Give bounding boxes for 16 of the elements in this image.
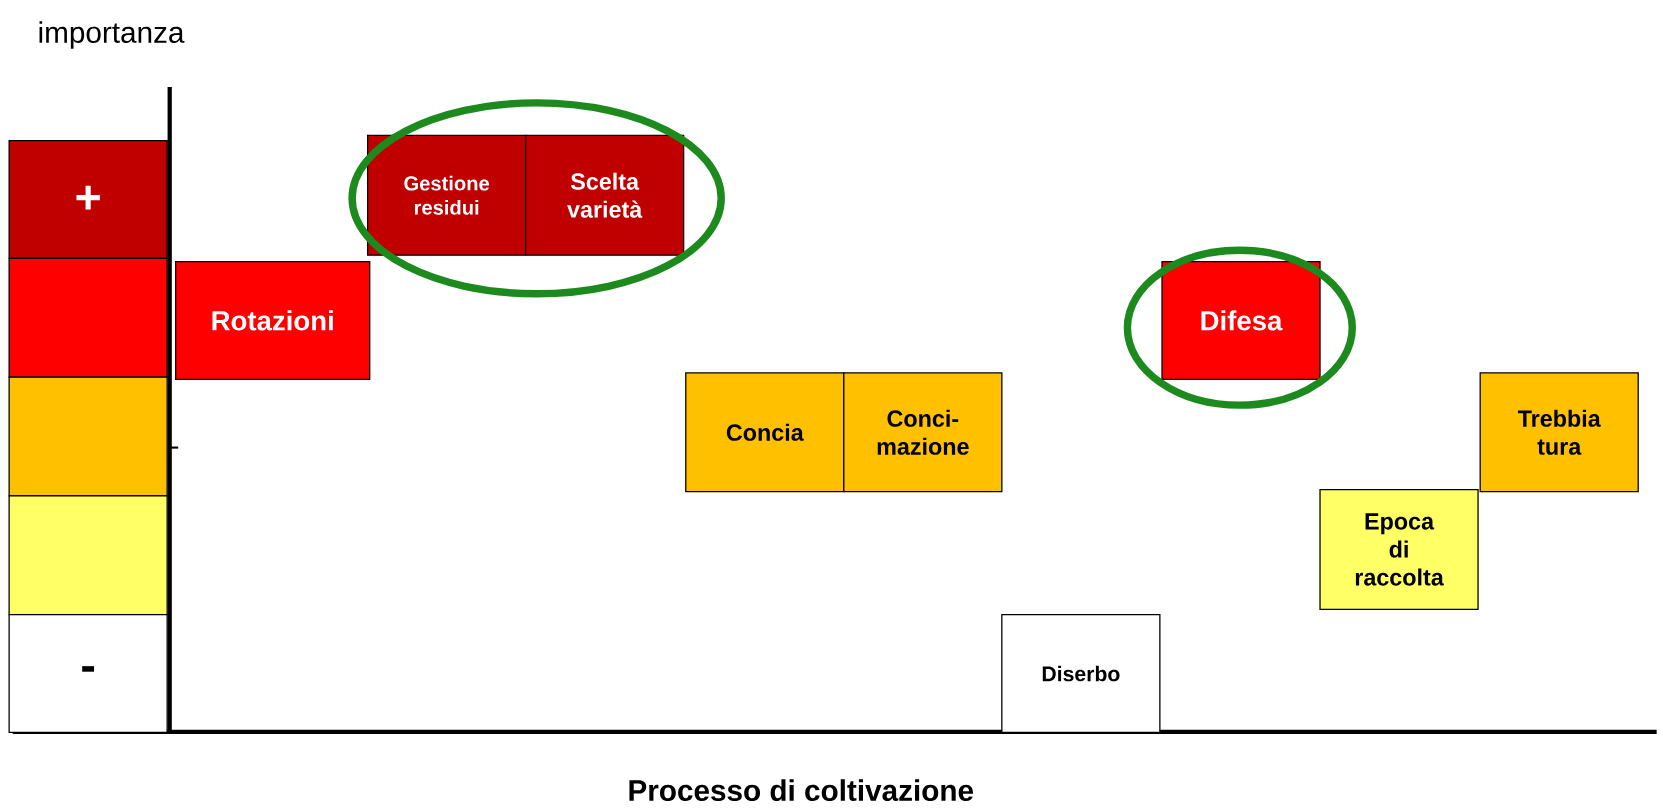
activity-box: Concia: [685, 372, 845, 493]
axis-title: importanza: [39, 21, 185, 49]
scale-box: -: [8, 613, 168, 733]
activity-box: Scelta varietà: [525, 134, 685, 256]
scale-box: [8, 495, 168, 616]
activity-box: Conci- mazione: [843, 372, 1003, 493]
activity-box: Diserbo: [1001, 613, 1161, 733]
scale-box: [8, 257, 168, 378]
scale-box: [8, 376, 168, 497]
activity-box: Rotazioni: [175, 260, 371, 380]
activity-box: Trebbia tura: [1479, 372, 1639, 493]
activity-box: Epoca di raccolta: [1319, 488, 1479, 610]
axis-title: Processo di coltivazione: [629, 779, 973, 801]
activity-box: Gestione residui: [366, 134, 527, 256]
scale-box: +: [8, 139, 168, 259]
activity-box: Difesa: [1161, 260, 1321, 380]
